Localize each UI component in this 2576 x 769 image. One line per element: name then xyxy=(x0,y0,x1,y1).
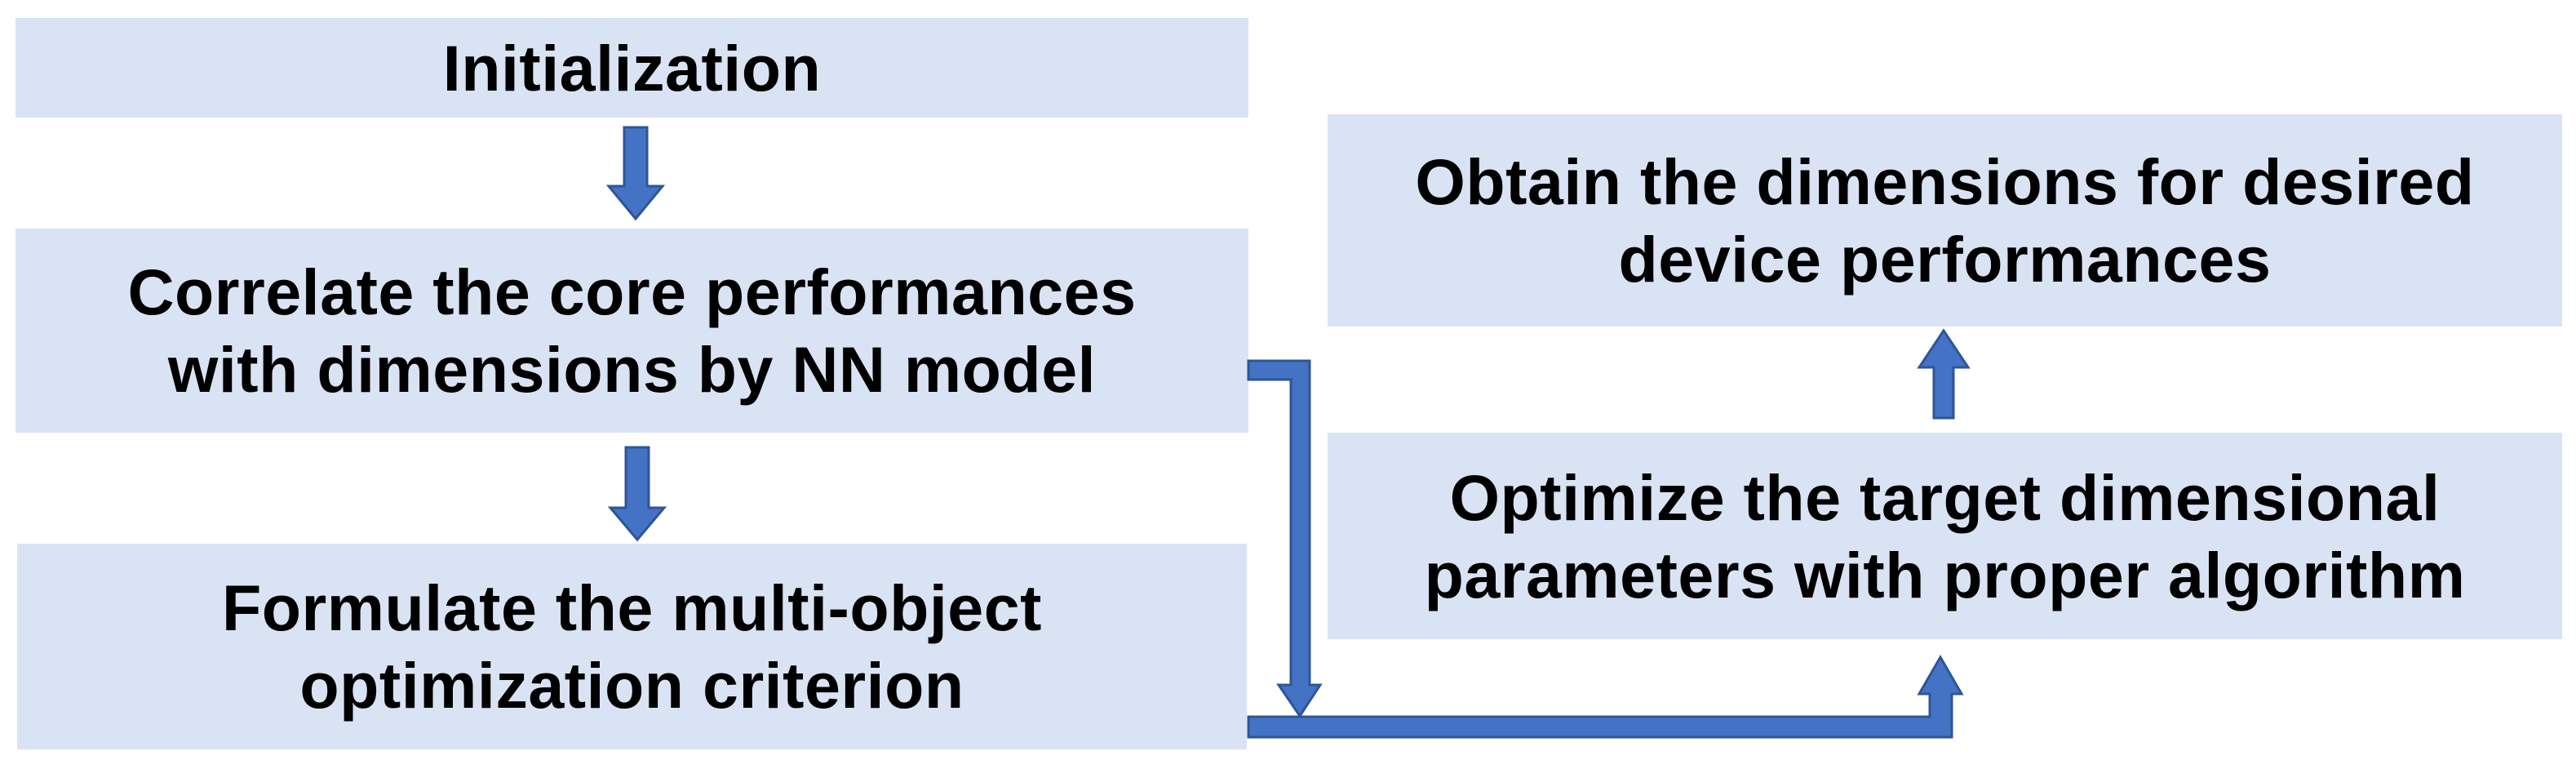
loop-bar-up-arrow-to-optimize-icon xyxy=(1247,655,1964,739)
down-arrow-correlate-to-formulate-icon xyxy=(607,446,667,542)
flow-box-correlate-performances-label: Correlate the core performances with dim… xyxy=(127,256,1137,406)
flow-box-initialization: Initialization xyxy=(16,18,1248,118)
flow-box-formulate-criterion: Formulate the multi-object optimization … xyxy=(17,544,1247,749)
elbow-connector-correlate-to-loop-icon xyxy=(1247,359,1323,718)
flow-box-optimize-parameters-label: Optimize the target dimensional paramete… xyxy=(1424,460,2466,611)
up-arrow-optimize-to-obtain-icon xyxy=(1917,328,1971,420)
flow-box-optimize-parameters: Optimize the target dimensional paramete… xyxy=(1328,433,2562,639)
flow-box-initialization-label: Initialization xyxy=(442,31,822,104)
flow-box-formulate-criterion-label: Formulate the multi-object optimization … xyxy=(222,571,1042,722)
flow-box-obtain-dimensions: Obtain the dimensions for desired device… xyxy=(1328,114,2562,327)
down-arrow-init-to-correlate-icon xyxy=(605,126,666,221)
flow-box-obtain-dimensions-label: Obtain the dimensions for desired device… xyxy=(1415,145,2475,296)
flow-box-correlate-performances: Correlate the core performances with dim… xyxy=(16,229,1248,433)
